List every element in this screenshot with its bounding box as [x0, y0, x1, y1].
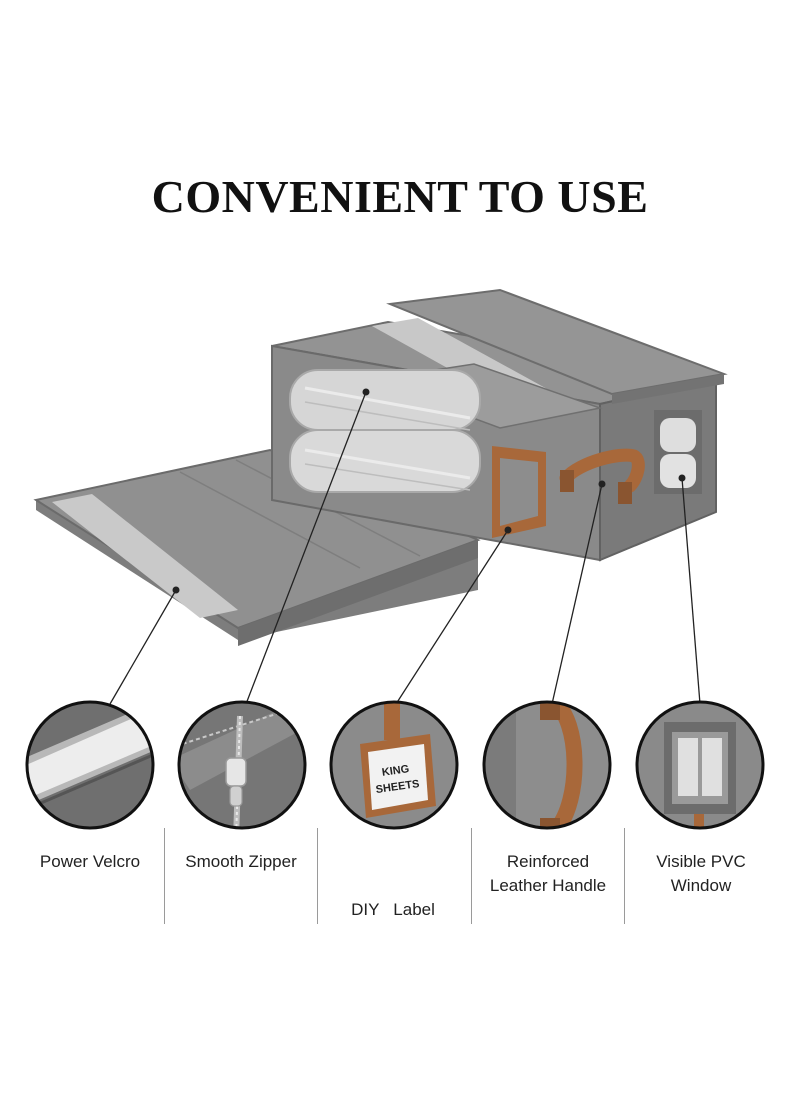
divider	[624, 828, 625, 924]
feature-zipper-caption: Smooth Zipper	[185, 852, 297, 871]
feature-velcro-caption: Power Velcro	[39, 852, 141, 871]
label-frame	[492, 446, 546, 538]
feature-window-caption: Visible PVC Window	[656, 852, 746, 895]
divider	[471, 828, 472, 924]
page-title: CONVENIENT TO USE	[151, 171, 649, 222]
feature-label-caption: DIY Label	[351, 900, 435, 919]
detail-circle-label: KING SHEETS	[329, 700, 459, 830]
label-tag-line-1: KING	[381, 763, 410, 779]
detail-circle-handle	[482, 700, 612, 830]
callout-lines	[109, 391, 701, 705]
folded-sheets	[289, 369, 481, 493]
pvc-window	[654, 410, 702, 494]
detail-circle-window	[635, 700, 765, 830]
feature-handle-caption: Reinforced Leather Handle	[489, 852, 607, 895]
divider	[317, 828, 318, 924]
leather-handle	[559, 448, 645, 504]
detail-circle-velcro	[25, 700, 155, 830]
divider	[164, 828, 165, 924]
storage-box	[271, 288, 728, 562]
detail-circle-zipper	[177, 700, 307, 830]
